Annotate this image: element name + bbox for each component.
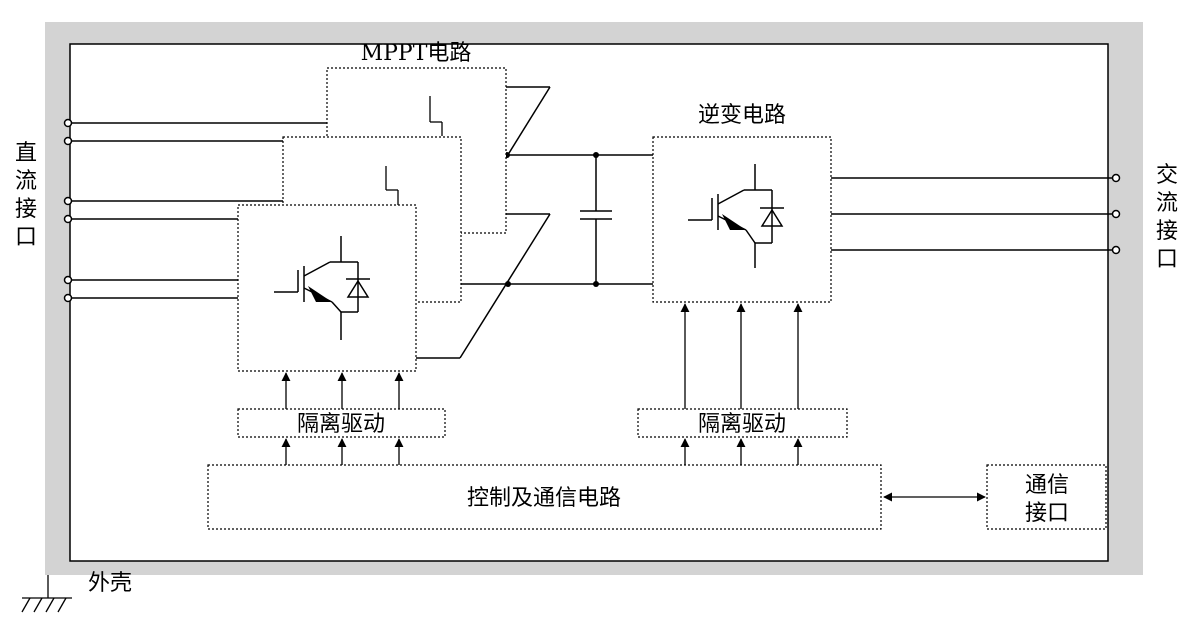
- isolation-driver-right-label: 隔离驱动: [698, 412, 786, 437]
- comm-port-box: [986, 464, 1107, 530]
- dc-port-char: 口: [15, 225, 37, 250]
- control-to-left-driver-arrows: [281, 438, 404, 465]
- dc-port-label: 直 流 接 口: [15, 141, 37, 250]
- dc-link-capacitor: [580, 155, 612, 284]
- ac-port-char: 接: [1156, 219, 1178, 244]
- driver-to-mppt-arrows: [281, 372, 404, 409]
- control-comm-box: [207, 464, 882, 530]
- inverter-label: 逆变电路: [698, 103, 786, 128]
- isolation-driver-left: [237, 408, 446, 438]
- ac-port-wires: [831, 173, 1121, 255]
- isolation-driver-left-label: 隔离驱动: [297, 412, 385, 437]
- inverter-module: [652, 136, 832, 303]
- mppt-module-1: [237, 204, 417, 372]
- comm-port-label-line2: 接口: [1025, 501, 1069, 526]
- dc-port-char: 流: [15, 169, 37, 194]
- dc-port-char: 直: [15, 141, 37, 166]
- comm-port-label-line1: 通信: [1025, 473, 1069, 498]
- inverter-emitter-arrow: [722, 214, 746, 230]
- ground-icon: [21, 575, 72, 613]
- ac-port-char: 口: [1156, 247, 1178, 272]
- driver-to-inverter-arrows: [680, 303, 803, 409]
- inverter-diode-symbol: [760, 208, 784, 227]
- mppt-label: MPPT电路: [361, 41, 472, 66]
- ac-port-char: 流: [1156, 191, 1178, 216]
- dc-port-char: 接: [15, 197, 37, 222]
- enclosure-label: 外壳: [88, 571, 132, 596]
- igbt-emitter-arrow: [308, 286, 332, 302]
- control-to-right-driver-arrows: [680, 438, 803, 465]
- ac-port-char: 交: [1156, 163, 1178, 188]
- ac-port-label: 交 流 接 口: [1156, 163, 1178, 272]
- control-label: 控制及通信电路: [467, 486, 621, 511]
- diode-symbol: [346, 279, 370, 298]
- isolation-driver-right: [637, 408, 848, 438]
